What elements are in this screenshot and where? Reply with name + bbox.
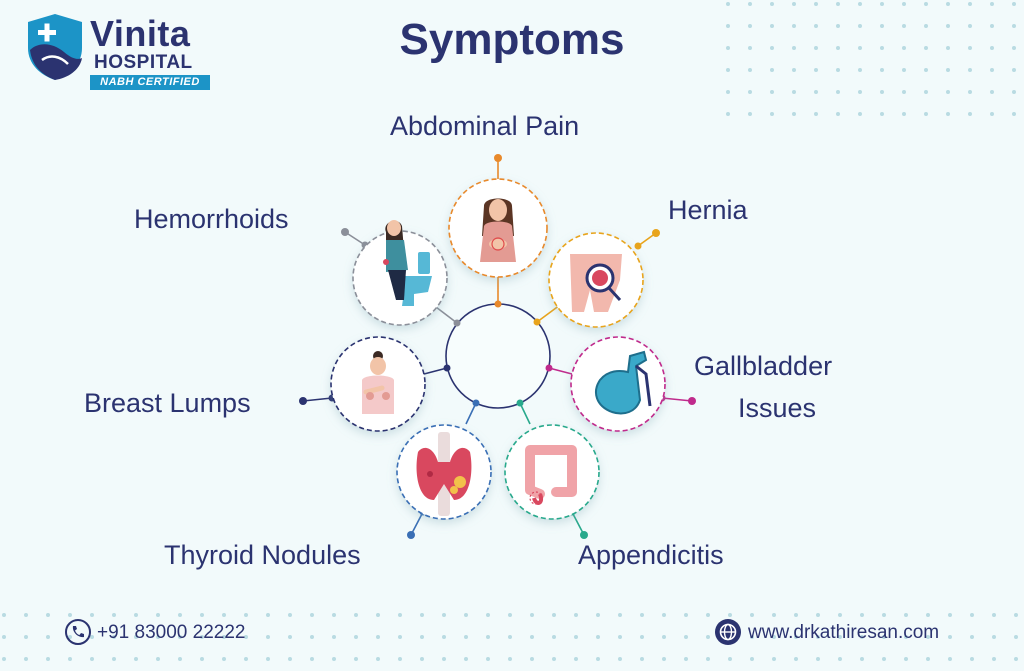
label-thyroid-nodules: Thyroid Nodules: [164, 540, 361, 570]
label-hemorrhoids: Hemorrhoids: [134, 204, 289, 234]
node-abdominal-pain: [448, 178, 548, 278]
label-appendicitis: Appendicitis: [578, 540, 724, 570]
center-hub: [445, 303, 551, 409]
connector-thyroid: [465, 402, 477, 425]
hospital-logo: Vinita HOSPITAL NABH CERTIFIED: [24, 12, 224, 90]
connector-appendicitis: [519, 402, 531, 425]
shield-cross-icon: [28, 14, 82, 80]
logo-subtitle: HOSPITAL: [94, 52, 193, 73]
node-appendicitis: [504, 424, 600, 520]
node-thyroid-nodules: [396, 424, 492, 520]
connector-gallbladder: [548, 367, 573, 375]
website-link[interactable]: www.drkathiresan.com: [748, 622, 940, 643]
nabh-badge: NABH CERTIFIED: [90, 75, 210, 90]
connector-breast: [423, 367, 448, 375]
label-gallbladder-line1: Gallbladder: [694, 351, 833, 381]
label-breast-lumps: Breast Lumps: [84, 388, 251, 418]
logo-name: Vinita: [90, 13, 191, 54]
node-hernia: [548, 232, 644, 328]
woman-abdominal-pain-icon: [480, 198, 516, 262]
page-title: Symptoms: [399, 15, 625, 64]
gallbladder-icon: [595, 350, 652, 415]
intestine-icon: [525, 445, 577, 505]
node-hemorrhoids: [352, 220, 448, 326]
person-on-toilet-icon: [383, 220, 432, 306]
woman-self-exam-icon: [362, 351, 394, 414]
node-breast-lumps: [330, 336, 426, 432]
phone-icon: [65, 619, 91, 645]
label-gallbladder-line2: Issues: [738, 393, 817, 423]
node-gallbladder: [570, 336, 666, 432]
globe-icon: [715, 619, 741, 645]
hernia-icon: [570, 254, 622, 312]
connector-hernia: [536, 304, 561, 323]
thyroid-icon: [416, 432, 472, 516]
phone-number[interactable]: +91 83000 22222: [97, 622, 246, 643]
label-hernia: Hernia: [668, 195, 748, 225]
label-abdominal-pain: Abdominal Pain: [390, 111, 580, 141]
